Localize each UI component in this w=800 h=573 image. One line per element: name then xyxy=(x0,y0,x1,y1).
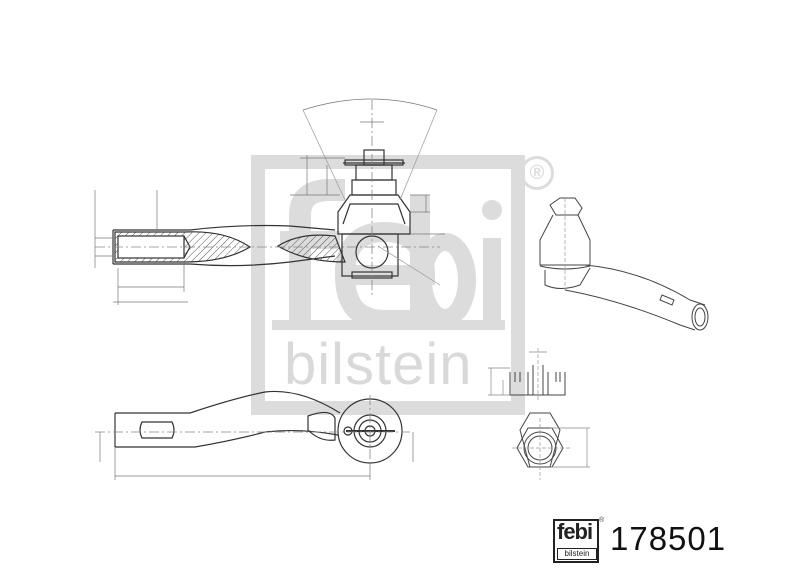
side-section-view xyxy=(94,98,445,305)
top-view xyxy=(95,390,414,480)
castle-nut-side-view xyxy=(488,348,566,400)
watermark-logo xyxy=(251,155,525,415)
logo-registered-mark: ® xyxy=(599,517,605,524)
castle-nut-top-view xyxy=(512,412,590,480)
isometric-view xyxy=(539,197,709,331)
logo-febi-text: febi xyxy=(557,519,593,544)
brand-logo: febi bilstein xyxy=(553,519,599,563)
registered-mark-watermark: ® xyxy=(520,156,554,190)
logo-bilstein-text: bilstein xyxy=(557,548,597,560)
part-number: 178501 xyxy=(610,520,727,557)
watermark-bilstein-text: bilstein xyxy=(284,332,473,397)
